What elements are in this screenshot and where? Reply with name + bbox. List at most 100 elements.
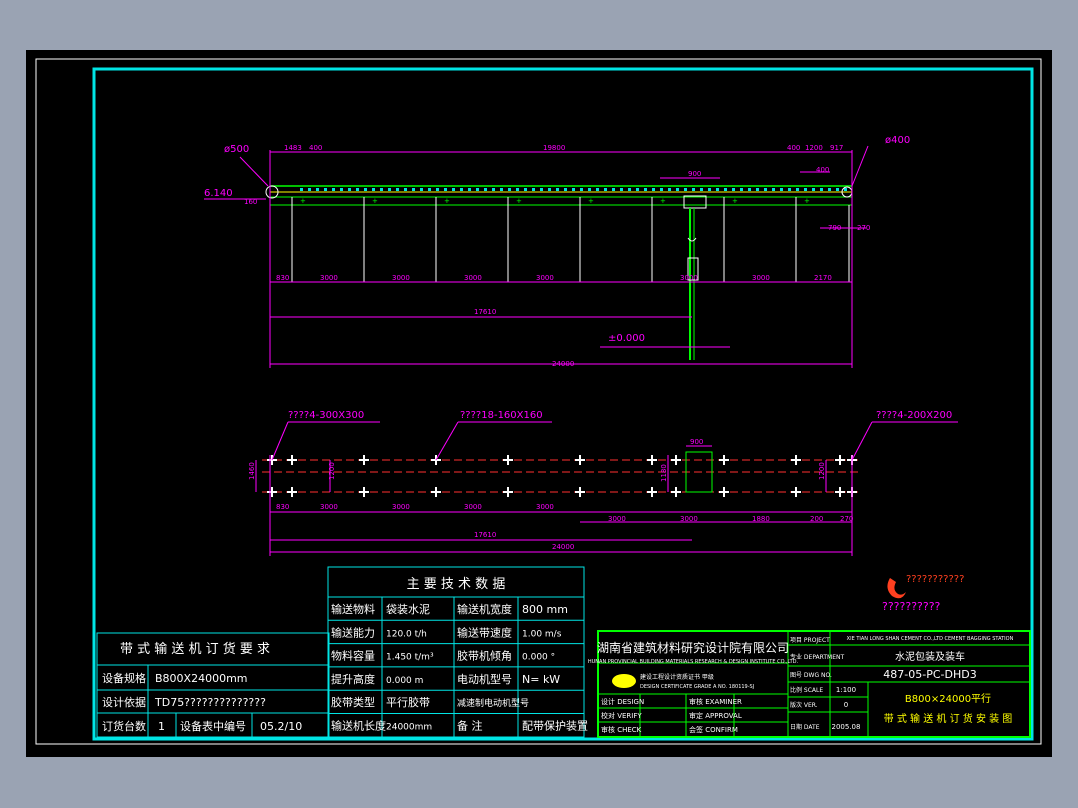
company-name: 湖南省建筑材料研究设计院有限公司 [597,640,789,655]
idler-mark [412,188,415,191]
svg-text:3000: 3000 [536,274,554,282]
idler-mark [556,188,559,191]
tech-cell: 1.450 t/m³ [386,653,434,663]
idler-mark [508,188,511,191]
plan-top-dim: 900 [690,438,703,446]
order-label-spec: 设备规格 [102,671,146,685]
idler-mark [332,188,335,191]
drawing-background [26,50,1052,757]
idler-mark [812,188,815,191]
label-verify: 校对 VERIFY [601,711,642,720]
scale-value: 1:100 [836,686,856,694]
idler-mark [548,188,551,191]
idler-mark [700,188,703,191]
idler-mark [644,188,647,191]
watermark-logo: ??????????? ?????????? [882,574,964,613]
idler-mark [372,188,375,191]
tech-cell: 袋装水泥 [386,602,430,616]
idler-mark [740,188,743,191]
idler-mark [780,188,783,191]
svg-text:1200: 1200 [805,144,823,152]
idler-mark [572,188,575,191]
svg-text:400: 400 [816,166,829,174]
top-level-mark: 6.140 [204,188,233,199]
tail-pulley-diameter: ø400 [885,135,910,146]
order-value-spec: B800X24000mm [155,672,248,685]
flame-icon [887,578,906,599]
idler-mark [404,188,407,191]
idler-mark [516,188,519,191]
svg-text:1483: 1483 [284,144,302,152]
elevation-view: ++++++++ [204,135,910,368]
tech-cell: 120.0 t/h [386,629,427,639]
tech-cell: 减速制电动机型号 [457,697,529,709]
idler-cross: + [588,197,594,205]
head-pulley [265,185,279,199]
svg-text:3000: 3000 [320,274,338,282]
svg-text:3000: 3000 [464,503,482,511]
cert-line-2: DESIGN CERTIFICATE GRADE A NO. 180119-SJ [640,684,754,690]
idler-mark [620,188,623,191]
idler-mark [588,188,591,191]
tech-cell: 备 注 [457,719,483,733]
drawing-number: 487-05-PC-DHD3 [883,668,976,681]
order-label-qty: 订货台数 [102,719,146,733]
idler-cross: + [444,197,450,205]
idler-row: ++++++++ [291,188,847,205]
chute-plan-outline [685,451,713,493]
idler-mark [460,188,463,191]
idler-mark [636,188,639,191]
title-block: 湖南省建筑材料研究设计院有限公司 HUNAN PROVINCIAL BUILDI… [588,630,1031,738]
svg-text:400: 400 [309,144,322,152]
idler-mark [340,188,343,191]
svg-text:2170: 2170 [814,274,832,282]
label-scale: 比例 SCALE [790,686,823,694]
idler-mark [668,188,671,191]
order-requirements-table: 带 式 输 送 机 订 货 要 求 设备规格 B800X24000mm 设计依据… [96,632,330,738]
company-name-en: HUNAN PROVINCIAL BUILDING MATERIALS RESE… [588,659,799,665]
idler-mark [692,188,695,191]
svg-text:790: 790 [828,224,841,232]
elevation-dim-24000: 24000 [552,360,574,368]
idler-mark [612,188,615,191]
idler-mark [748,188,751,191]
svg-text:270: 270 [857,224,870,232]
head-pulley-diameter: ø500 [224,144,249,155]
idler-mark [844,188,847,191]
idler-mark [428,188,431,191]
idler-mark [436,188,439,191]
label-dwg-no: 图号 DWG NO. [790,672,832,679]
idler-mark [308,188,311,191]
discharge-chute [683,195,707,209]
tech-cell: 0.000 ° [522,653,555,663]
idler-mark [484,188,487,191]
tech-cell: 800 mm [522,603,568,616]
idler-mark [564,188,567,191]
tech-cell: 胶带机倾角 [457,649,512,663]
elevation-dim-17610: 17610 [474,308,496,316]
plan-side-dims: 1460 1200 1180 1200 [248,462,826,482]
svg-text:3000: 3000 [680,515,698,523]
date-value: 2005.08 [832,723,861,731]
idler-mark [684,188,687,191]
svg-text:270: 270 [840,515,853,523]
idler-mark [396,188,399,191]
tech-cell: 输送机长度 [331,719,386,733]
tech-cell: 物料容量 [331,649,375,663]
elevation-small-dims: 900 400 160 790 270 [244,166,870,232]
idler-mark [444,188,447,191]
svg-text:830: 830 [276,503,289,511]
idler-mark [324,188,327,191]
idler-mark [836,188,839,191]
label-ver: 版次 VER. [790,701,818,709]
idler-mark [628,188,631,191]
institute-logo [612,674,636,688]
idler-mark [604,188,607,191]
order-label-basis: 设计依据 [102,695,146,709]
idler-mark [820,188,823,191]
idler-cross: + [660,197,666,205]
idler-mark [796,188,799,191]
tech-cell: 输送带速度 [457,625,512,639]
version-value: 0 [844,701,848,709]
plan-tag-left: ????4-300X300 [288,410,364,421]
